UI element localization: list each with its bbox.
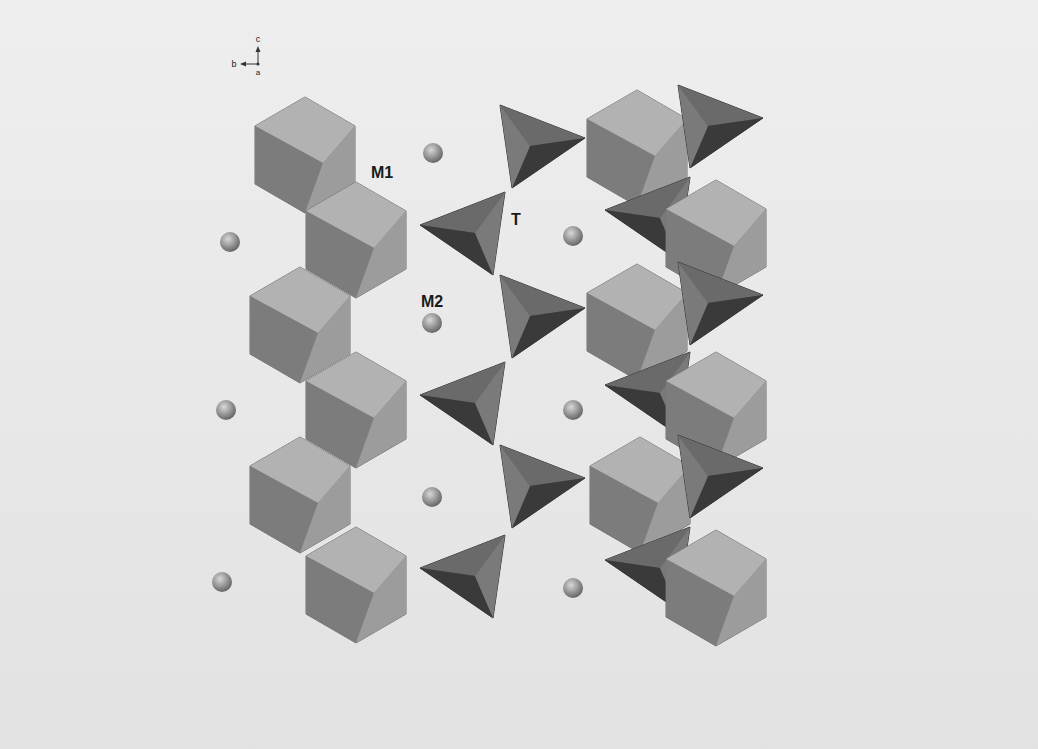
octahedra-chain bbox=[250, 97, 406, 643]
site-label: M1 bbox=[371, 165, 393, 181]
axis-symbol bbox=[240, 46, 261, 67]
axis-label: b bbox=[231, 60, 236, 69]
site-label: M2 bbox=[421, 294, 443, 310]
tetrahedra-chain bbox=[420, 105, 585, 618]
site-label: T bbox=[511, 212, 521, 228]
octahedra-chain bbox=[587, 85, 766, 646]
axis-label: c bbox=[256, 35, 261, 44]
cation-spheres bbox=[212, 143, 583, 598]
axis-label: a bbox=[256, 69, 260, 77]
